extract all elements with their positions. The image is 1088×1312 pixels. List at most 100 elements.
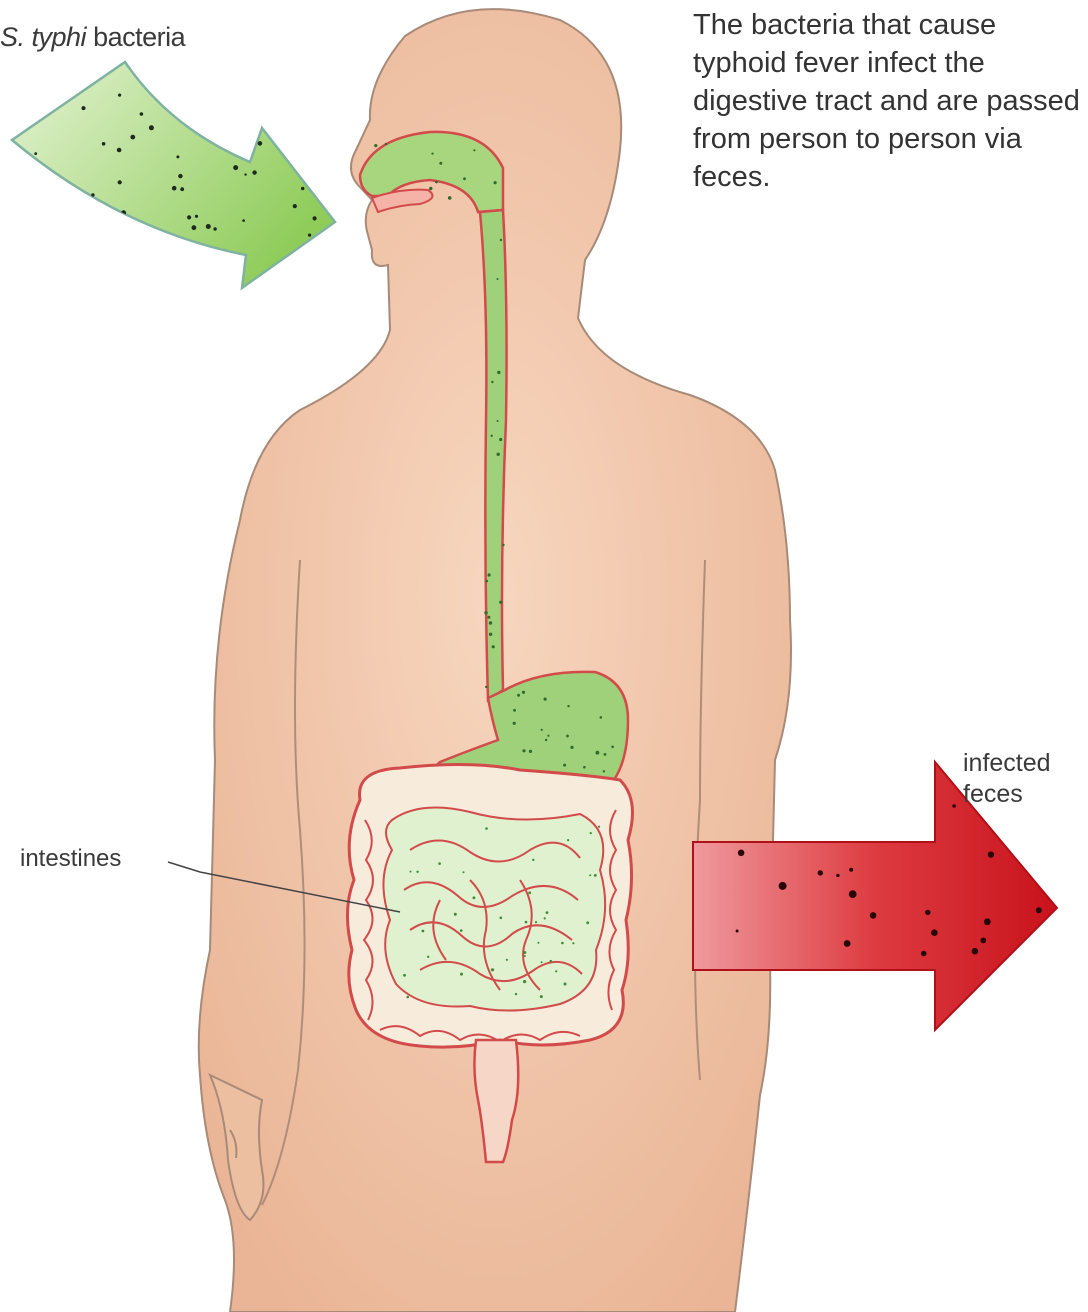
bacteria-dot <box>485 685 488 689</box>
bacteria-dot <box>74 207 78 210</box>
bacteria-dot <box>8 270 11 273</box>
bacteria-dot <box>488 632 493 636</box>
bacteria-dot <box>485 579 489 583</box>
bacteria-dot <box>45 270 48 273</box>
bacteria-dot <box>34 152 38 156</box>
bacteria-dot <box>409 870 412 873</box>
bacteria-dot <box>274 86 279 91</box>
bacteria-dot <box>16 126 21 131</box>
bacteria-dot <box>514 992 518 996</box>
bacteria-dot <box>496 420 499 422</box>
bacteria-dot <box>235 264 239 267</box>
bacteria-dot <box>203 89 209 95</box>
bacteria-dot <box>460 972 463 976</box>
bacteria-dot <box>429 186 433 191</box>
bacteria-label: S. typhi bacteria <box>0 22 186 53</box>
bacteria-dot <box>513 708 516 712</box>
bacteria-dot <box>242 219 245 222</box>
bacteria-dot <box>493 181 497 185</box>
bacteria-dot <box>27 120 32 125</box>
right-arm-line <box>694 559 706 1081</box>
bacteria-dot <box>490 434 493 437</box>
bacteria-dot <box>194 214 199 218</box>
bacteria-dot <box>534 921 538 924</box>
bacteria-dot <box>894 800 899 805</box>
tongue <box>370 188 434 214</box>
bacteria-dot <box>1003 971 1011 978</box>
bacteria-dot <box>497 370 501 375</box>
bacteria-dot <box>912 821 919 828</box>
bacteria-dot <box>421 929 425 933</box>
bacteria-dot <box>523 951 527 954</box>
bacteria-dot <box>782 821 789 828</box>
bacteria-dot <box>12 115 15 119</box>
bacteria-dot <box>545 911 549 914</box>
bacteria-dot <box>178 173 183 179</box>
bacteria-dot <box>1034 948 1038 953</box>
intestines-group <box>345 762 634 1164</box>
bacteria-dot <box>463 177 466 181</box>
bacteria-dot <box>25 234 30 240</box>
bacteria-dot <box>487 615 491 619</box>
bacteria-dot <box>277 114 282 118</box>
bacteria-dot <box>599 716 603 719</box>
bacteria-dot <box>77 225 82 230</box>
bacteria-dot <box>116 230 121 236</box>
bacteria-dot <box>116 147 122 153</box>
bacteria-dot <box>843 940 851 947</box>
bacteria-dot <box>301 186 305 191</box>
bacteria-dot <box>244 173 247 176</box>
bacteria-dot <box>176 155 180 159</box>
bacteria-dot <box>841 787 846 792</box>
infected-feces-label: infected feces <box>963 749 1051 808</box>
bacteria-dot <box>488 621 493 625</box>
bacteria-dot <box>586 921 590 925</box>
bacteria-dot <box>566 734 569 738</box>
bacteria-dot <box>148 125 154 131</box>
bacteria-dot <box>1009 985 1018 993</box>
bacteria-dot <box>416 870 419 873</box>
bacteria-dot <box>323 234 327 238</box>
bacteria-dot <box>597 825 601 828</box>
bacteria-dot <box>308 70 312 75</box>
intestines-label: intestines <box>20 845 122 872</box>
bacteria-dot <box>987 851 995 858</box>
bacteria-dot <box>903 822 911 830</box>
bacteria-dot <box>219 270 222 274</box>
intestine-loops <box>403 839 583 991</box>
bacteria-dot <box>139 112 144 116</box>
bacteria-dot <box>849 867 854 872</box>
bacteria-dot <box>589 832 592 835</box>
bacteria-dot <box>435 180 438 184</box>
bacteria-dot <box>1044 858 1048 862</box>
bacteria-dot <box>547 734 550 737</box>
bacteria-dot <box>563 763 567 767</box>
bacteria-dot <box>602 770 606 773</box>
bacteria-dot <box>920 950 927 957</box>
left-arm-line <box>261 559 306 1206</box>
bacteria-dot <box>180 187 185 192</box>
bacteria-dot <box>439 161 443 165</box>
bacteria-dot <box>34 287 38 288</box>
bacteria-dot <box>312 216 317 221</box>
bacteria-dot <box>528 749 533 754</box>
bacteria-dot <box>490 968 495 972</box>
bacteria-dot <box>324 63 329 69</box>
bacteria-dot <box>517 693 521 697</box>
bacteria-dot <box>462 871 465 874</box>
bacteria-dot <box>523 955 526 957</box>
bacteria-dot <box>1034 1016 1039 1020</box>
bacteria-dot <box>505 958 508 961</box>
bacteria-dot <box>297 83 302 88</box>
bacteria-dot <box>117 180 122 185</box>
bacteria-dot <box>216 91 221 95</box>
bacteria-dot <box>169 62 174 64</box>
bacteria-dot <box>952 804 956 808</box>
bacteria-dot <box>539 995 543 999</box>
bacteria-dot <box>570 745 574 750</box>
bacteria-dot <box>572 942 575 945</box>
bacteria-dot <box>1005 1016 1011 1021</box>
bacteria-dot <box>567 704 570 708</box>
bacteria-dot <box>1006 833 1013 840</box>
bacteria-dot <box>603 753 607 756</box>
